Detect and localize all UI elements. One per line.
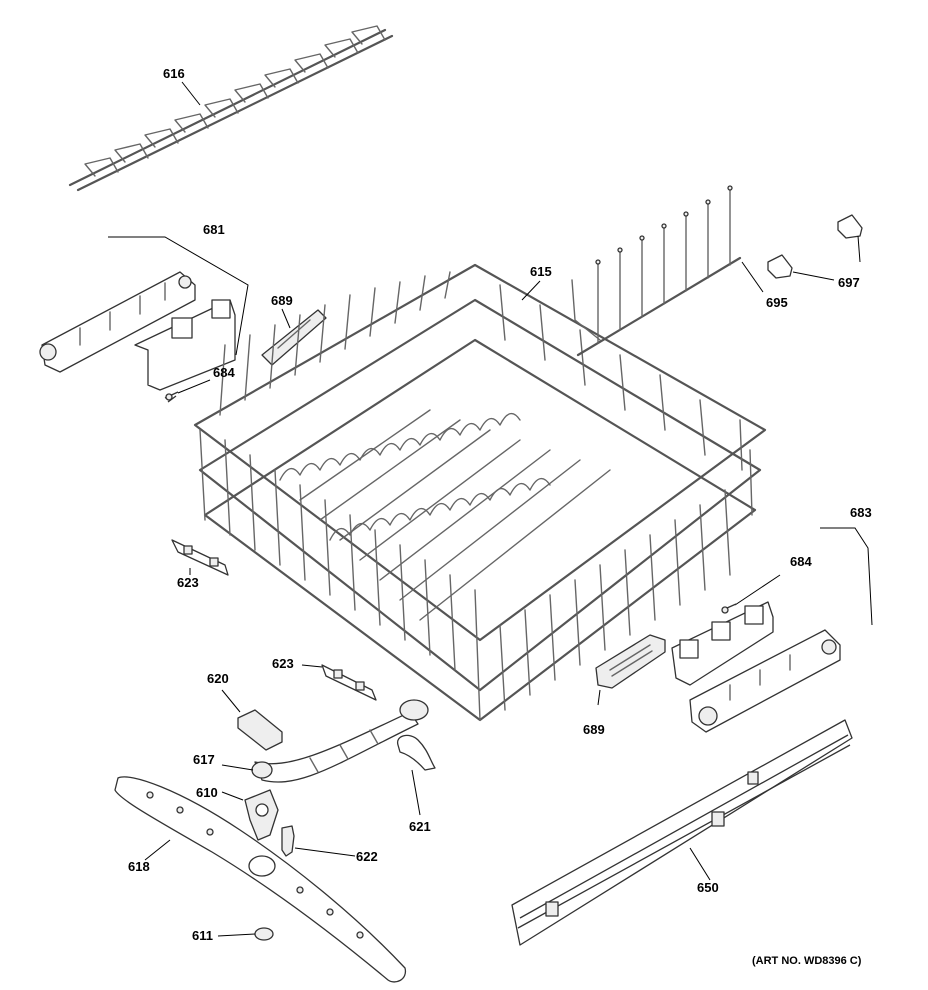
rack-adjuster-681 — [39, 271, 236, 391]
label-689-lower: 689 — [583, 722, 605, 737]
clamp-621 — [397, 734, 436, 771]
bracket-683-group-line — [820, 527, 873, 626]
label-623-left: 623 — [177, 575, 199, 590]
tine-row-695 — [571, 185, 742, 357]
cap-611 — [254, 927, 274, 941]
slide-rail-650 — [511, 719, 853, 946]
label-695: 695 — [766, 295, 788, 310]
art-number: (ART NO. WD8396 C) — [752, 955, 862, 967]
spray-arm-618 — [114, 776, 407, 983]
label-622: 622 — [356, 849, 378, 864]
label-610: 610 — [196, 785, 218, 800]
bracket-681-group-line — [108, 236, 249, 356]
label-697: 697 — [838, 275, 860, 290]
tine-row-616 — [68, 25, 394, 192]
label-611: 611 — [192, 928, 213, 943]
label-620: 620 — [207, 671, 229, 686]
label-623-right: 623 — [272, 656, 294, 671]
rack-adjuster-683 — [671, 601, 841, 733]
label-650: 650 — [697, 880, 719, 895]
label-683: 683 — [850, 505, 872, 520]
label-621: 621 — [409, 819, 431, 834]
label-681: 681 — [203, 222, 225, 237]
conduit-617 — [251, 699, 429, 783]
label-684-left: 684 — [213, 365, 235, 380]
bearing-610 — [244, 789, 279, 841]
label-616: 616 — [163, 66, 185, 81]
label-689-upper: 689 — [271, 293, 293, 308]
screw-622 — [281, 825, 295, 857]
label-618: 618 — [128, 859, 150, 874]
label-684-right: 684 — [790, 554, 812, 569]
clip-620 — [237, 709, 283, 751]
screw-684-left — [164, 391, 179, 403]
label-615: 615 — [530, 264, 552, 279]
guide-623-left — [171, 539, 229, 576]
cover-689-lower — [595, 634, 666, 689]
upper-rack-615 — [193, 263, 767, 722]
guide-623-right — [321, 664, 377, 701]
label-617: 617 — [193, 752, 215, 767]
screw-684-right — [721, 603, 737, 614]
clip-697 — [767, 214, 863, 279]
